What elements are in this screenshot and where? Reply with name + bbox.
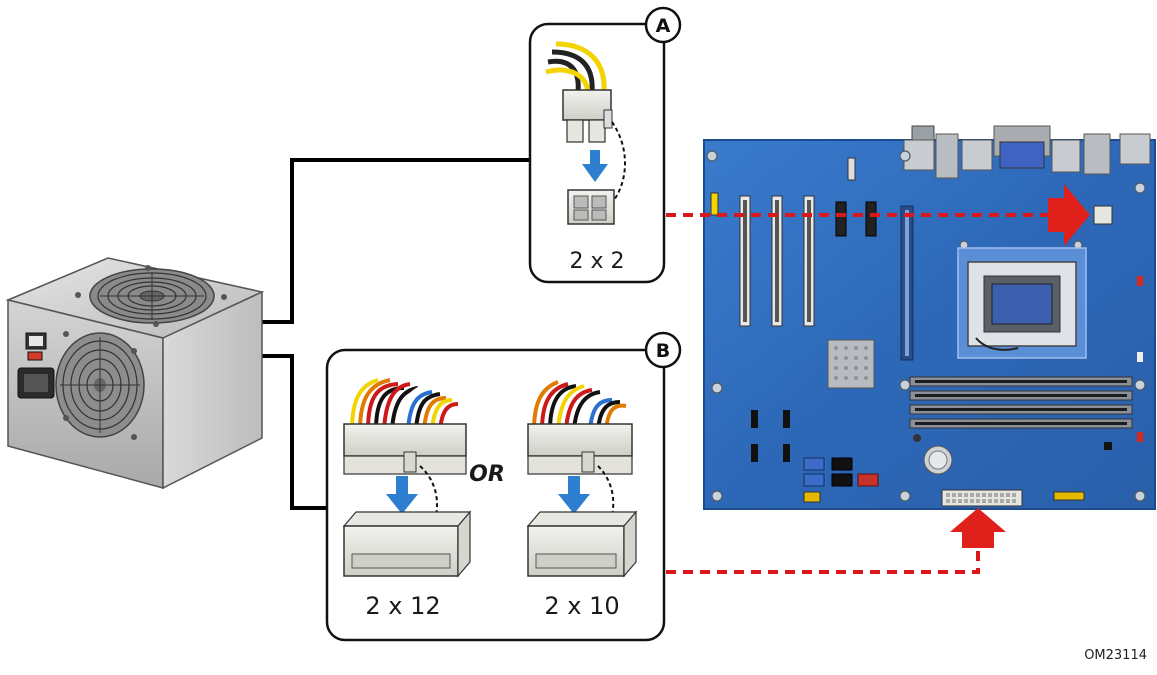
psu-cables <box>262 158 530 510</box>
connector-2x10-icon <box>526 380 638 578</box>
callout-a: 2 x 2 A <box>528 6 682 284</box>
figure-code: OM23114 <box>1084 648 1147 663</box>
callout-a-label: 2 x 2 <box>570 249 625 274</box>
arrow-to-24pin-header <box>950 508 1006 548</box>
callout-a-marker <box>644 6 682 44</box>
callout-b-marker <box>644 331 682 369</box>
callout-b-letter: B <box>656 340 670 362</box>
callout-b: OR 2 <box>325 331 682 642</box>
power-supply-icon <box>5 257 265 490</box>
leader-lines <box>666 213 1052 574</box>
connector-2x2-icon <box>545 41 626 225</box>
connector-2x12-icon <box>342 378 472 578</box>
callout-b-left-label: 2 x 12 <box>365 592 440 620</box>
callout-a-letter: A <box>656 15 671 37</box>
callout-b-right-label: 2 x 10 <box>544 592 619 620</box>
motherboard-icon <box>703 125 1156 510</box>
arrow-to-2x2-header <box>1048 184 1090 246</box>
or-label: OR <box>469 462 505 487</box>
